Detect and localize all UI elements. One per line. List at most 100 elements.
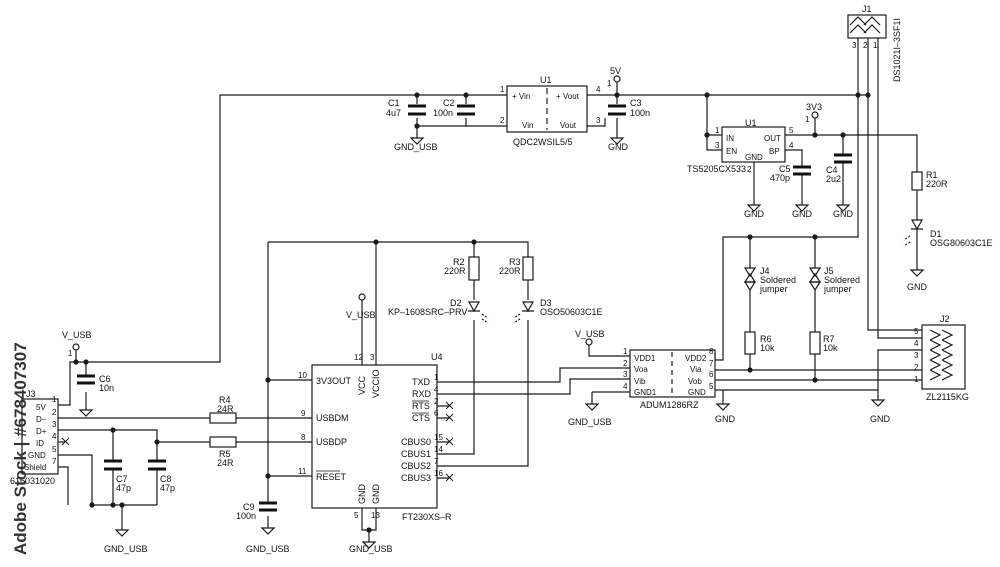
j3-pin-dp: D+ xyxy=(36,427,47,436)
ldo-pin-1: 1 xyxy=(715,126,720,135)
r4-val-label: 24R xyxy=(217,404,234,414)
u4-pin-gnd-a: GND xyxy=(357,484,367,505)
j4-ref-label: J4 xyxy=(760,266,770,276)
ldo-pin-3: 3 xyxy=(715,141,720,150)
u4-pin-gnd-b: GND xyxy=(371,484,381,505)
c1-ref-label: C1 xyxy=(388,98,400,108)
r1-ref-label: R1 xyxy=(926,170,938,180)
adum-pinnum-7: 7 xyxy=(709,359,714,368)
adum-pinnum-1: 1 xyxy=(623,347,628,356)
u1-dcdc-converter: U1 + Vin + Vout Vin Vout 1 2 3 4 QDC2WSI… xyxy=(500,75,601,147)
v-usb-flag-mid xyxy=(358,293,366,301)
no-connect-marks xyxy=(61,401,454,482)
ground-symbols: GND_USB GND GND GND GND GND GND_USB GND … xyxy=(78,137,928,554)
j1-ref-label: J1 xyxy=(862,4,872,14)
r2-val-label: 220R xyxy=(444,266,466,276)
u4-pinnum-3: 3 xyxy=(370,353,375,362)
led-d3-icon xyxy=(513,301,535,324)
d3-ref-label: D3 xyxy=(540,298,552,308)
adum1286-isolator: VDD1 Voa Vib GND1 VDD2 Via Vob GND 1 2 3… xyxy=(623,347,716,410)
c8-ref-label: C8 xyxy=(160,474,172,484)
gnd-label-d1: GND xyxy=(907,282,928,292)
j4-desc-1: Soldered xyxy=(760,275,796,285)
r3-ref-label: R3 xyxy=(509,257,521,267)
r2-ref-label: R2 xyxy=(453,257,465,267)
capacitor-c2 xyxy=(457,104,475,116)
u4-pin-usbdm: USBDM xyxy=(316,413,349,423)
u4-pinnum-2: 2 xyxy=(434,397,439,406)
gnd-label-ldo: GND xyxy=(744,209,765,219)
d3-part-label: OSO50603C1E xyxy=(540,307,603,317)
u1-part-label: QDC2WSIL5/5 xyxy=(513,137,573,147)
capacitor-c6 xyxy=(77,374,95,385)
v-usb-flag-left xyxy=(72,343,80,351)
power-flags: V_USB 1 V_USB V_USB 5V 1 3V3 1 xyxy=(62,66,822,358)
u4-pinnum-13: 13 xyxy=(371,511,380,520)
c3-val-label: 100n xyxy=(630,108,650,118)
ldo-pin-4: 4 xyxy=(789,141,794,150)
adum-pin-via: Via xyxy=(690,365,702,374)
capacitor-c1 xyxy=(408,104,426,116)
adum-pinnum-3: 3 xyxy=(623,370,628,379)
r6-val-label: 10k xyxy=(760,343,775,353)
v-usb-label-right: V_USB xyxy=(575,329,605,339)
j2-connector: J2 ZL2115KG 5 4 3 2 1 xyxy=(914,314,969,402)
u4-part-label: FT230XS–R xyxy=(402,512,452,522)
c2-ref-label: C2 xyxy=(443,98,455,108)
u1-pin-1: 1 xyxy=(500,85,505,94)
capacitor-c3 xyxy=(608,104,626,116)
ldo-part-label: TS5205CX533 xyxy=(687,164,746,174)
wires xyxy=(58,38,922,542)
capacitor-c7 xyxy=(104,459,122,471)
gnd-usb-label-u4: GND_USB xyxy=(349,544,393,554)
v-usb-flag-right xyxy=(585,338,593,346)
j5-desc-2: jumper xyxy=(823,284,852,294)
j3-pinnum-2: 2 xyxy=(52,408,57,417)
gnd-label-c5: GND xyxy=(792,209,813,219)
u4-pin-reset: RESET xyxy=(316,472,347,482)
r7-val-label: 10k xyxy=(823,343,838,353)
gnd-usb-label-adum: GND_USB xyxy=(568,417,612,427)
capacitor-c4 xyxy=(834,153,852,164)
v-usb-label-left: V_USB xyxy=(62,330,92,340)
j2-pin-2: 2 xyxy=(914,363,919,372)
j2-part-label: ZL2115KG xyxy=(926,392,969,402)
c7-val-label: 47p xyxy=(116,483,131,493)
resistor-r1 xyxy=(911,171,923,191)
j3-pin-dm: D– xyxy=(36,415,47,424)
u1-pin-4: 4 xyxy=(596,85,601,94)
u4-pin-3v3out: 3V3OUT xyxy=(316,376,352,386)
gnd-label-c3: GND xyxy=(608,142,629,152)
adum-pin-vob: Vob xyxy=(688,377,702,386)
5v-pin: 1 xyxy=(607,79,612,88)
u1-pin-vout-plus: + Vout xyxy=(556,92,580,101)
gnd-label-adum: GND xyxy=(715,414,736,424)
u4-pin-vccio: VCCIO xyxy=(371,369,381,398)
stock-watermark-text: Adobe Stock | #678407307 xyxy=(11,342,30,555)
adum-pin-vdd1: VDD1 xyxy=(634,354,656,363)
ldo-pin-en: EN xyxy=(726,147,737,156)
j1-pin-1: 3 xyxy=(852,41,857,50)
capacitor-c8 xyxy=(148,459,166,471)
j2-ref-label: J2 xyxy=(940,314,950,324)
u4-pinnum-6: 6 xyxy=(434,409,439,418)
gnd-usb-label-c1: GND_USB xyxy=(394,142,438,152)
u4-pinnum-5: 5 xyxy=(354,511,359,520)
u1-pin-vin-plus: + Vin xyxy=(512,92,530,101)
adum-pin-gnd: GND xyxy=(688,388,706,397)
u4-pinnum-9: 9 xyxy=(301,409,306,418)
u4-pin-cts: CTS xyxy=(412,413,430,423)
resistor-r7 xyxy=(809,331,821,355)
r1-val-label: 220R xyxy=(926,179,948,189)
u4-pinnum-7: 7 xyxy=(434,457,439,466)
adum-pin-vdd2: VDD2 xyxy=(685,354,707,363)
j4-jumper: J4 Soldered jumper xyxy=(743,266,796,294)
j3-pinnum-1: 1 xyxy=(52,395,57,404)
ldo-pin-in: IN xyxy=(726,134,734,143)
c6-val-label: 10n xyxy=(99,383,114,393)
j3-pinnum-5: 5 xyxy=(52,445,57,454)
u4-pin-vcc: VCC xyxy=(357,375,367,395)
j5-ref-label: J5 xyxy=(824,266,834,276)
c3-ref-label: C3 xyxy=(630,98,642,108)
